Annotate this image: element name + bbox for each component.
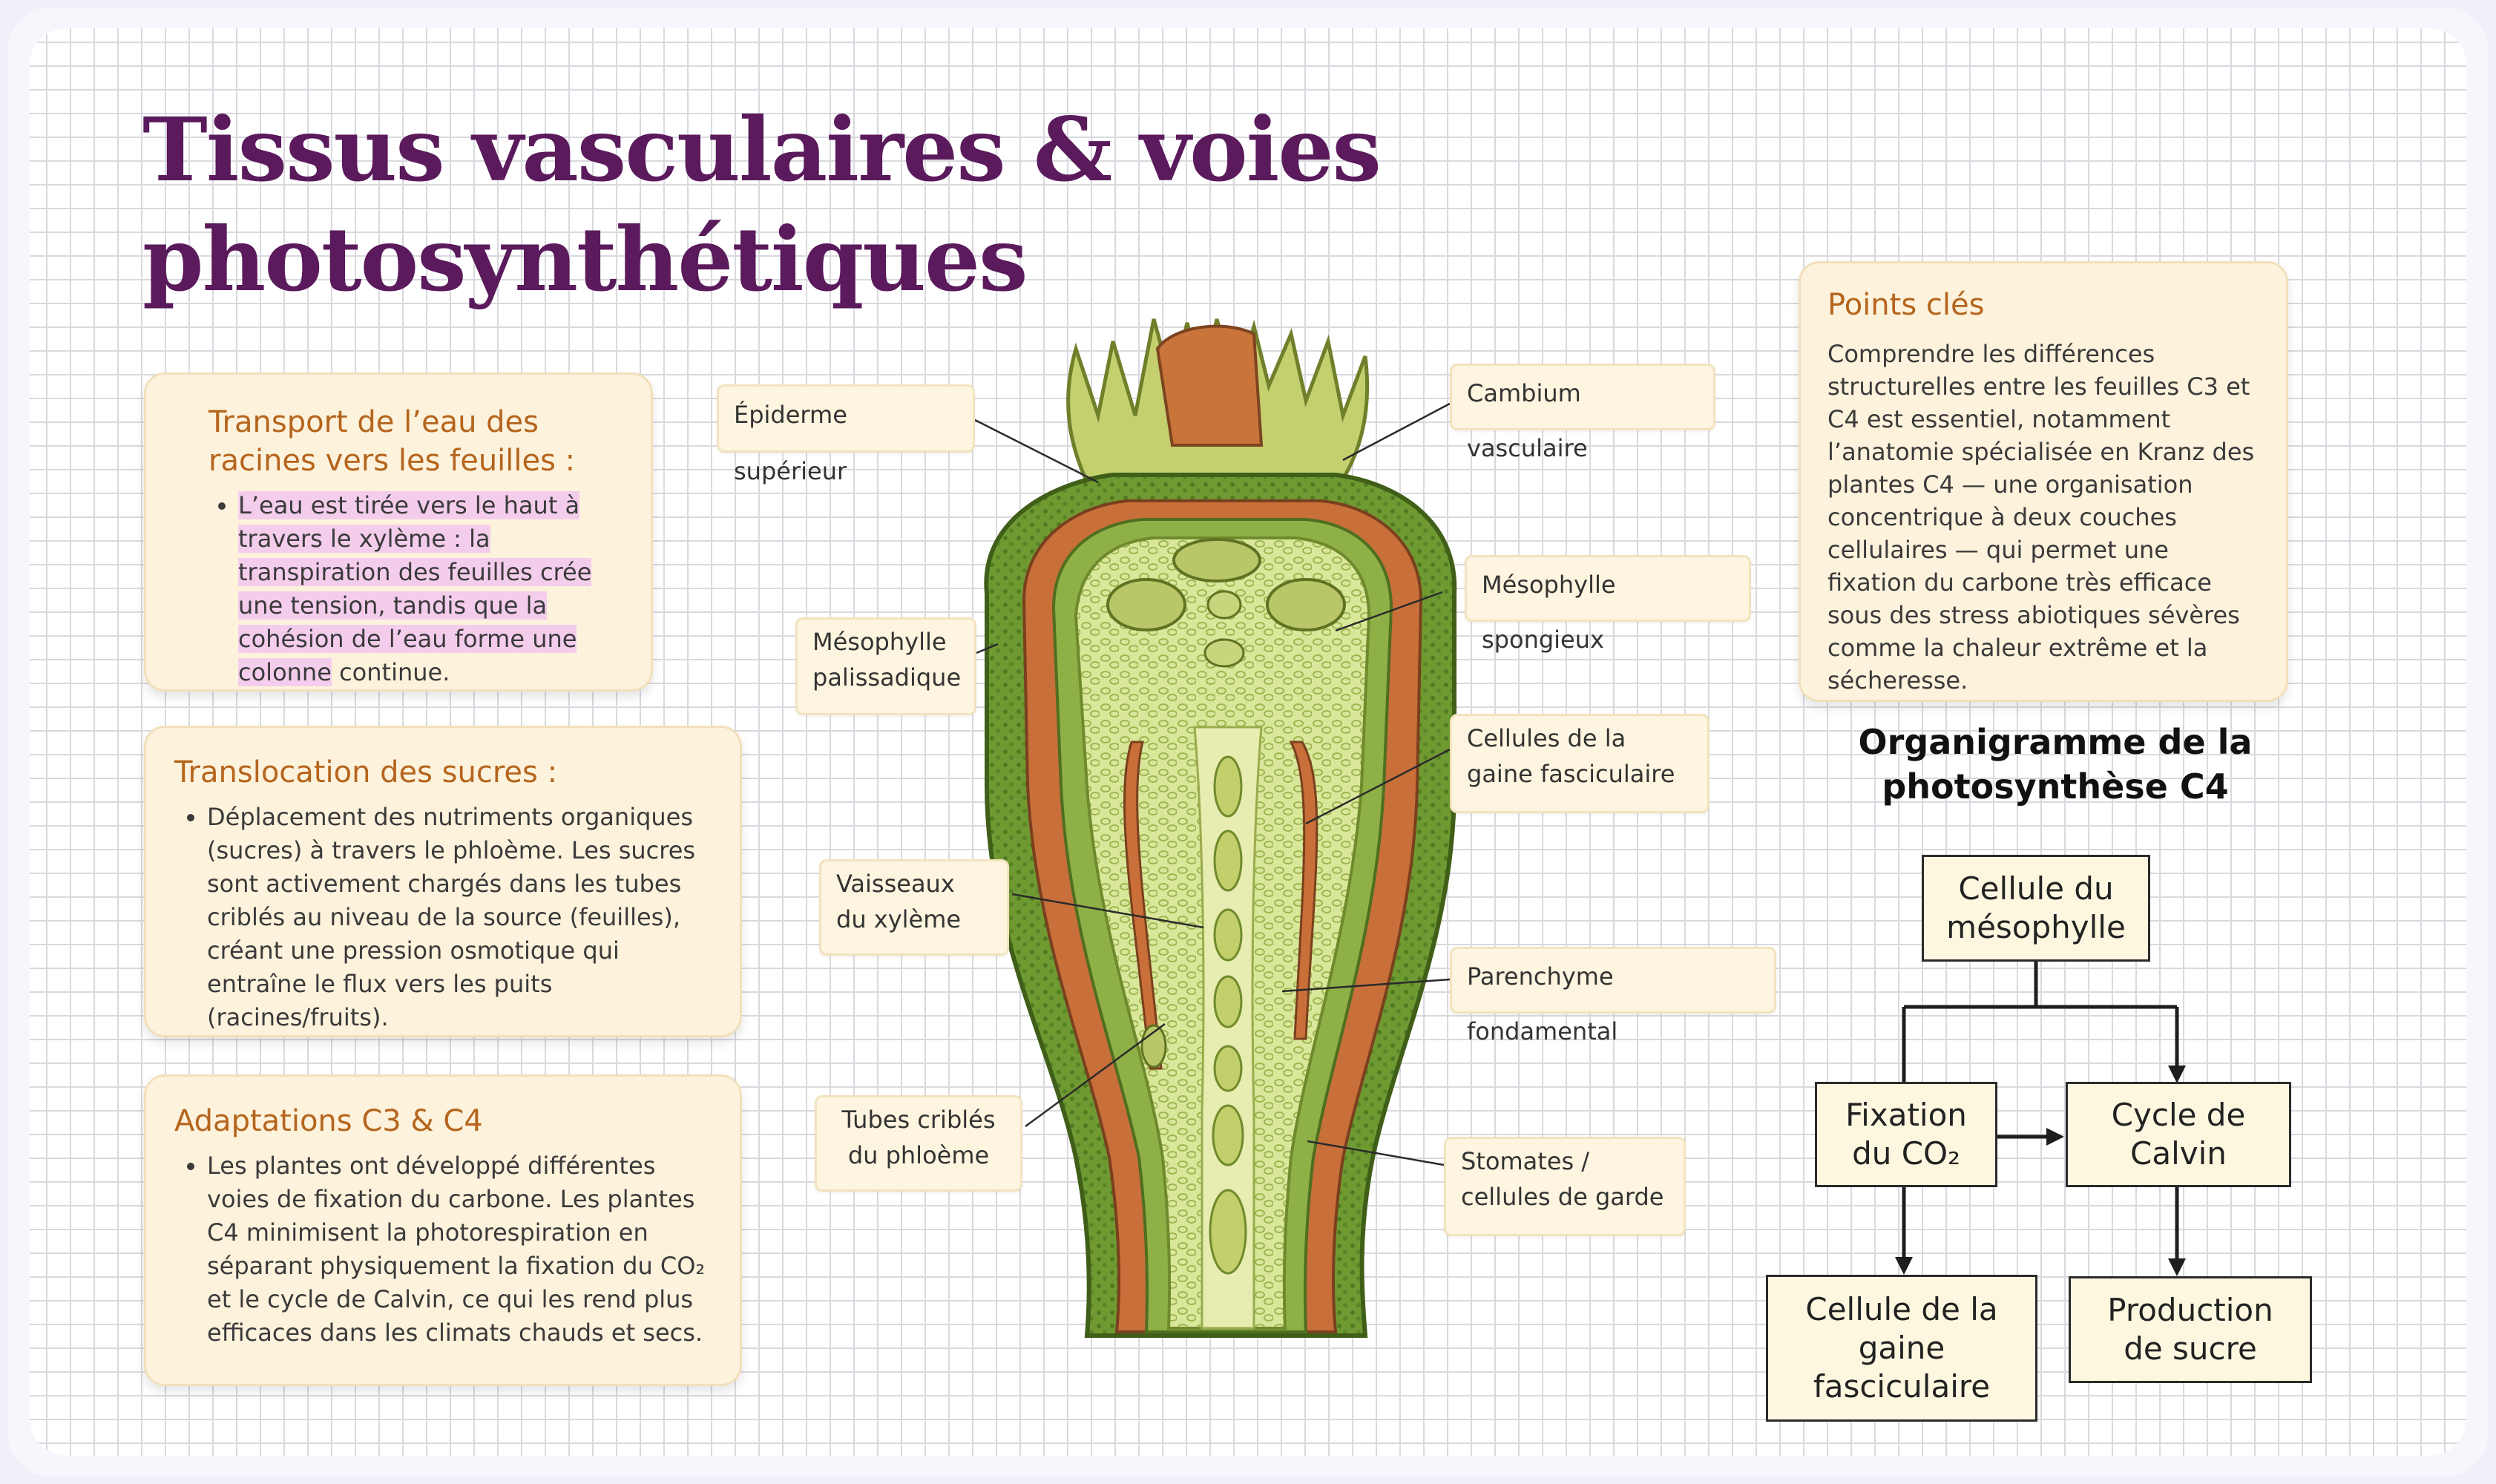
title-line-1: Tissus vasculaires & voies — [142, 98, 1382, 201]
c3-c4-adaptations-card: Adaptations C3 & C4 Les plantes ont déve… — [144, 1074, 742, 1386]
water-transport-list: L’eau est tirée vers le haut à travers l… — [206, 489, 621, 689]
leader-stomates — [1307, 1140, 1445, 1166]
c3-c4-adaptations-list: Les plantes ont développé différentes vo… — [174, 1149, 710, 1350]
leader-parenchyme — [1281, 978, 1451, 993]
key-points-card: Points clés Comprendre les différences s… — [1799, 261, 2288, 702]
sugar-translocation-card: Translocation des sucres : Déplacement d… — [144, 726, 742, 1037]
sugar-translocation-list: Déplacement des nutriments organiques (s… — [174, 801, 710, 1034]
leader-cambium — [1342, 402, 1451, 462]
label-mesophylle-palissadique: Mésophylle palissadique — [795, 617, 976, 715]
leader-lines — [974, 402, 1451, 1166]
flowchart-title: Organigramme de la photosynthèse C4 — [1858, 722, 2253, 807]
label-parenchyme-fondamental: Parenchyme fondamental — [1450, 947, 1776, 1045]
label-cellules-gaine-fasciculaire: Cellules de la gaine fasciculaire — [1450, 714, 1710, 813]
label-vaisseaux-xyleme: Vaisseaux du xylème — [819, 859, 1009, 956]
leader-palissadique — [976, 643, 999, 654]
flowchart-connectors — [1902, 962, 2179, 1261]
leader-xyleme — [1011, 893, 1204, 929]
flow-box-mesophyll-cell: Cellule du mésophylle — [1922, 855, 2150, 962]
sugar-translocation-text: Déplacement des nutriments organiques (s… — [207, 801, 710, 1034]
leader-phloeme — [1025, 1022, 1166, 1128]
flow-box-bundle-sheath-cell: Cellule de la gaine fasciculaire — [1766, 1275, 2037, 1422]
leader-gaine — [1305, 748, 1451, 825]
key-points-text: Comprendre les différences structurelles… — [1827, 340, 2255, 695]
water-transport-text: L’eau est tirée vers le haut à travers l… — [238, 489, 621, 689]
label-tubes-cribles-phloeme: Tubes criblés du phloème — [815, 1095, 1022, 1192]
label-mesophylle-spongieux: Mésophylle spongieux — [1465, 555, 1751, 654]
leaf-stem-drawing — [984, 318, 1457, 1338]
title-line-2: photosynthétiques — [142, 208, 1028, 311]
flowchart-arrowheads — [1895, 1066, 2186, 1276]
c3-c4-adaptations-title: Adaptations C3 & C4 — [174, 1104, 483, 1138]
flow-box-co2-fixation: Fixation du CO₂ — [1815, 1082, 1997, 1187]
label-cambium-vasculaire: Cambium vasculaire — [1450, 364, 1715, 462]
flow-box-sugar-production: Production de sucre — [2069, 1276, 2312, 1383]
flow-box-calvin-cycle: Cycle de Calvin — [2066, 1082, 2291, 1187]
leader-epiderme — [974, 418, 1099, 484]
key-points-title: Points clés — [1827, 288, 1985, 322]
sugar-translocation-title: Translocation des sucres : — [174, 755, 558, 789]
c3-c4-adaptations-text: Les plantes ont développé différentes vo… — [207, 1149, 710, 1350]
label-epiderme-superieur: Épiderme supérieur — [717, 384, 975, 485]
label-stomates-cellules-garde: Stomates / cellules de garde — [1444, 1137, 1686, 1236]
leader-spongieux — [1335, 591, 1443, 632]
